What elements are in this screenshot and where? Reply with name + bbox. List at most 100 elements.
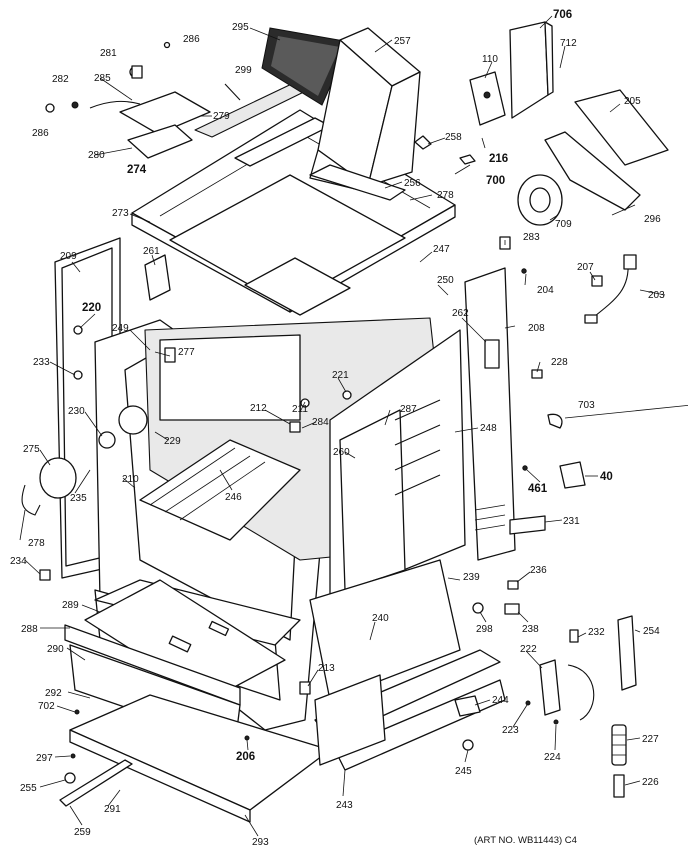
label-275: 275 — [23, 444, 40, 455]
oven-light-socket — [118, 405, 148, 435]
burner-assembly — [45, 41, 241, 159]
art-number: (ART NO. WB11443) C4 — [474, 835, 577, 846]
hardware-parts — [21, 236, 637, 798]
label-709: 709 — [555, 219, 572, 230]
label-278-left: 278 — [28, 538, 45, 549]
label-260: 260 — [333, 447, 350, 458]
label-205: 205 — [624, 96, 641, 107]
label-703: 703 — [578, 400, 595, 411]
label-295: 295 — [232, 22, 249, 33]
label-245: 245 — [455, 766, 472, 777]
vent-duct — [309, 27, 421, 201]
label-297: 297 — [36, 753, 53, 764]
label-231: 231 — [563, 516, 580, 527]
label-209: 209 — [60, 251, 77, 262]
label-110: 110 — [482, 54, 498, 65]
label-236: 236 — [530, 565, 547, 576]
label-712: 712 — [560, 38, 577, 49]
light-bulb-cover — [39, 457, 77, 499]
label-278-top: 278 — [437, 190, 454, 201]
label-249: 249 — [112, 323, 129, 334]
label-208: 208 — [528, 323, 545, 334]
label-293: 293 — [252, 837, 269, 848]
label-247: 247 — [433, 244, 450, 255]
label-232: 232 — [588, 627, 605, 638]
label-292: 292 — [45, 688, 62, 699]
label-212: 212 — [250, 403, 267, 414]
label-298: 298 — [476, 624, 493, 635]
label-262: 262 — [452, 308, 469, 319]
part-labels: 295 257 706 712 281 286 299 110 205 282 … — [10, 9, 665, 848]
label-203: 203 — [648, 290, 665, 301]
label-238: 238 — [522, 624, 539, 635]
label-211: 211 — [292, 404, 308, 415]
label-40: 40 — [600, 471, 613, 483]
label-286-top: 286 — [183, 34, 200, 45]
label-299: 299 — [235, 65, 252, 76]
label-204: 204 — [537, 285, 554, 296]
label-290: 290 — [47, 644, 64, 655]
label-220: 220 — [82, 302, 101, 314]
label-206: 206 — [236, 751, 255, 763]
label-246: 246 — [225, 492, 242, 503]
label-233: 233 — [33, 357, 50, 368]
rear-bracket — [574, 89, 669, 166]
label-274: 274 — [127, 164, 147, 176]
label-243: 243 — [336, 800, 353, 811]
label-226: 226 — [642, 777, 659, 788]
inner-top-panel — [169, 174, 406, 306]
label-240: 240 — [372, 613, 389, 624]
pivot-bracket — [617, 615, 637, 691]
label-283: 283 — [523, 232, 540, 243]
control-housing — [509, 21, 549, 119]
label-228: 228 — [551, 357, 568, 368]
label-221: 221 — [332, 370, 349, 381]
label-279: 279 — [213, 111, 230, 122]
label-702: 702 — [38, 701, 55, 712]
label-287: 287 — [400, 404, 417, 415]
label-216: 216 — [489, 153, 508, 165]
label-229: 229 — [164, 436, 181, 447]
label-259: 259 — [74, 827, 91, 838]
right-side-panel — [464, 267, 516, 561]
control-components — [414, 21, 669, 226]
label-282: 282 — [52, 74, 69, 85]
label-284: 284 — [312, 417, 329, 428]
leader-lines — [19, 15, 688, 837]
label-281: 281 — [100, 48, 117, 59]
label-706: 706 — [553, 9, 572, 21]
label-257: 257 — [394, 36, 411, 47]
label-207: 207 — [577, 262, 594, 273]
label-261: 261 — [143, 246, 160, 257]
label-248: 248 — [480, 423, 497, 434]
label-234: 234 — [10, 556, 27, 567]
label-244: 244 — [492, 695, 509, 706]
label-461: 461 — [528, 483, 548, 495]
label-254: 254 — [643, 626, 660, 637]
label-258: 258 — [445, 132, 462, 143]
control-switch — [469, 71, 506, 126]
label-213: 213 — [318, 663, 335, 674]
label-256: 256 — [404, 178, 421, 189]
grease-filter-mesh — [261, 27, 351, 106]
label-700: 700 — [486, 175, 505, 187]
label-286-left: 286 — [32, 128, 49, 139]
label-227: 227 — [642, 734, 659, 745]
label-230: 230 — [68, 406, 85, 417]
label-239: 239 — [463, 572, 480, 583]
label-255: 255 — [20, 783, 37, 794]
label-296: 296 — [644, 214, 661, 225]
label-222: 222 — [520, 644, 537, 655]
label-277: 277 — [178, 347, 195, 358]
label-291: 291 — [104, 804, 121, 815]
ignition-bracket — [539, 659, 561, 716]
label-280: 280 — [88, 150, 105, 161]
label-224: 224 — [544, 752, 561, 763]
label-288: 288 — [21, 624, 38, 635]
label-273: 273 — [112, 208, 129, 219]
label-289: 289 — [62, 600, 79, 611]
label-250: 250 — [437, 275, 454, 286]
label-285: 285 — [94, 73, 111, 84]
label-223: 223 — [502, 725, 519, 736]
